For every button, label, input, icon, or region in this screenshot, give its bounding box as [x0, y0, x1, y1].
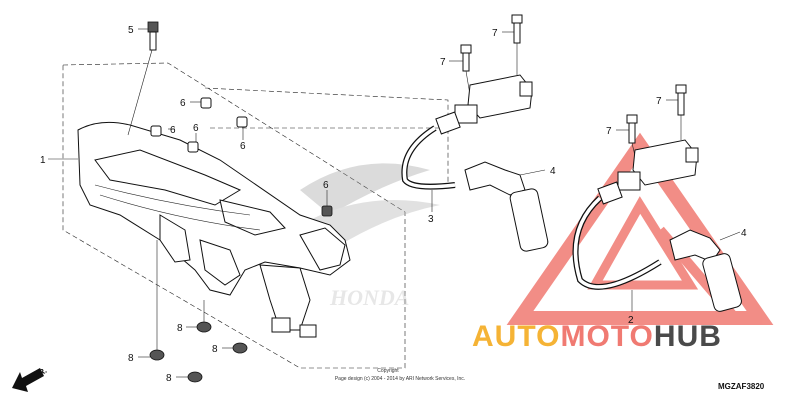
watermark-brand-moto: MOTO [560, 320, 653, 353]
ignition-coil-upper[interactable] [435, 74, 533, 135]
callout-7-b: 7 [440, 57, 446, 68]
honda-wing-watermark: HONDA [300, 163, 440, 310]
nut-8-d[interactable] [187, 371, 203, 383]
ignition-coil-lower[interactable] [597, 139, 699, 205]
callout-7-d: 7 [606, 126, 612, 137]
callout-4-lower: 4 [741, 228, 747, 239]
watermark-brand-auto: AUTO [472, 320, 560, 353]
grommet-6-c[interactable] [187, 141, 199, 153]
callout-7-a: 7 [492, 28, 498, 39]
front-direction-arrow: FR. [12, 366, 48, 392]
callout-6-b: 6 [170, 125, 176, 136]
callout-8-b: 8 [128, 353, 134, 364]
watermark-brand: AUTOMOTOHUB [472, 320, 722, 353]
callout-4-upper: 4 [550, 166, 556, 177]
callout-5: 5 [128, 25, 134, 36]
callout-1: 1 [40, 155, 46, 166]
spark-plug-cap-4-lower[interactable] [669, 229, 743, 313]
assembly-outline [62, 62, 452, 369]
grommet-6-e[interactable] [321, 205, 333, 217]
copyright-title: Copyright [377, 368, 399, 374]
grommet-6-a[interactable] [200, 97, 212, 109]
high-tension-cord-3[interactable] [401, 125, 456, 212]
callout-6-e: 6 [323, 180, 329, 191]
ignition-coil-bracket[interactable] [77, 121, 351, 338]
nut-8-b[interactable] [149, 240, 165, 361]
callout-6-d: 6 [240, 141, 246, 152]
callout-7-c: 7 [656, 96, 662, 107]
bolt-7-b[interactable] [460, 44, 472, 96]
direction-label: FR. [33, 366, 49, 380]
grommet-6-d[interactable] [236, 116, 248, 128]
nut-8-c[interactable] [232, 342, 248, 354]
svg-text:HONDA: HONDA [329, 285, 409, 310]
callout-6-a: 6 [180, 98, 186, 109]
callout-3: 3 [428, 214, 434, 225]
diagram-code: MGZAF3820 [718, 382, 765, 391]
nut-8-a[interactable] [196, 300, 212, 333]
grommet-6-b[interactable] [150, 125, 162, 137]
copyright-notice: Page design (c) 2004 - 2014 by ARI Netwo… [335, 376, 465, 382]
bolt-7-a[interactable] [511, 14, 523, 75]
callout-6-c: 6 [193, 123, 199, 134]
callout-2: 2 [628, 315, 634, 326]
callout-8-a: 8 [177, 323, 183, 334]
spark-plug-cap-4-upper[interactable] [464, 161, 549, 252]
callout-8-c: 8 [212, 344, 218, 355]
callout-8-d: 8 [166, 373, 172, 384]
bolt-7-c[interactable] [675, 84, 687, 140]
high-tension-cord-2[interactable] [572, 195, 662, 312]
bolt-5[interactable] [127, 21, 159, 136]
watermark-brand-hub: HUB [654, 320, 722, 353]
